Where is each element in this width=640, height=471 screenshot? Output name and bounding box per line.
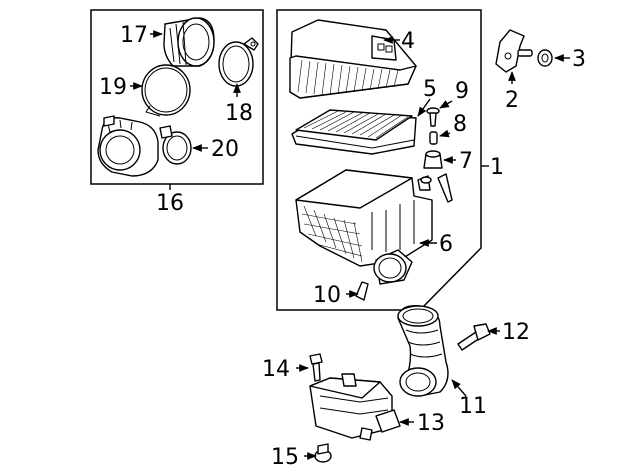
- part-17-coupler[interactable]: [163, 17, 215, 67]
- part-9-screw[interactable]: [426, 107, 440, 127]
- leader-5: [417, 98, 431, 117]
- callout-1: 1: [490, 155, 504, 180]
- callout-7: 7: [459, 149, 473, 174]
- callout-13: 13: [417, 411, 445, 436]
- assembly-1-frame: [276, 9, 482, 311]
- kit-16-duct[interactable]: [97, 115, 159, 177]
- part-3-nut[interactable]: [537, 49, 553, 67]
- callout-15: 15: [271, 445, 299, 470]
- callout-12: 12: [502, 320, 530, 345]
- callout-8: 8: [453, 112, 467, 137]
- part-10-clip[interactable]: [355, 281, 369, 301]
- part-14-bolt[interactable]: [309, 353, 323, 382]
- leader-8: [439, 129, 451, 138]
- callout-4: 4: [401, 29, 415, 54]
- part-1-latch[interactable]: [420, 173, 453, 203]
- leader-11: [451, 379, 467, 397]
- part-20-clamp[interactable]: [159, 125, 192, 165]
- callout-19: 19: [99, 75, 127, 100]
- callout-20: 20: [211, 137, 239, 162]
- part-8-insulator[interactable]: [429, 131, 438, 145]
- callout-3: 3: [572, 47, 586, 72]
- part-2-bracket[interactable]: [495, 29, 533, 73]
- part-11-intake-duct[interactable]: [397, 305, 449, 397]
- part-6-lower-housing[interactable]: [295, 169, 433, 285]
- callout-9: 9: [455, 79, 469, 104]
- part-15-bolt[interactable]: [314, 443, 332, 463]
- callout-2: 2: [505, 88, 519, 113]
- kit-16-frame: [90, 9, 264, 185]
- callout-17: 17: [120, 23, 148, 48]
- callout-14: 14: [262, 357, 290, 382]
- leader-9: [439, 100, 453, 109]
- callout-16: 16: [156, 191, 184, 216]
- part-5-filter-element[interactable]: [291, 109, 417, 155]
- part-7-grommet[interactable]: [423, 150, 443, 169]
- part-18-clamp[interactable]: [218, 37, 259, 87]
- part-13-resonator[interactable]: [309, 373, 401, 441]
- callout-10: 10: [313, 283, 341, 308]
- part-19-seal[interactable]: [141, 64, 191, 117]
- callout-18: 18: [225, 101, 253, 126]
- callout-6: 6: [439, 232, 453, 257]
- part-4-upper-cover[interactable]: [289, 19, 417, 99]
- callout-11: 11: [459, 394, 487, 419]
- part-12-bolt[interactable]: [457, 323, 491, 351]
- callout-5: 5: [423, 77, 437, 102]
